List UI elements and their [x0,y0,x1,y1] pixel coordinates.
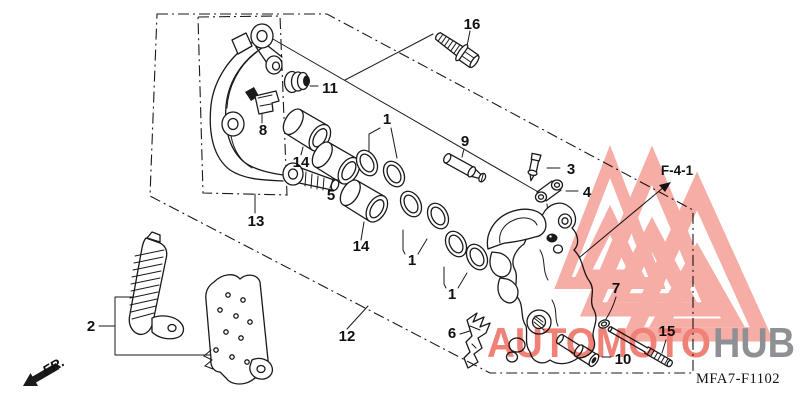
fr-direction: FR. [23,353,67,386]
callout-2: 2 [87,318,95,335]
diagram-code: MFA7-F1102 [696,371,780,387]
callout-8: 8 [259,122,267,139]
fr-arrow-icon [23,362,60,386]
part-1-seal-rings [355,149,489,271]
part-16-bolt [434,32,480,69]
callout-1c: 1 [448,286,456,303]
part-14-piston-lower [339,179,389,223]
part-2-brake-pads [128,231,274,385]
part-5-piston [311,141,361,185]
callout-16: 16 [464,16,481,33]
part-7-washer [598,319,610,329]
callout-9: 9 [461,133,469,150]
watermark: AUTOMOTO HUB [487,145,795,366]
callout-6: 6 [448,325,456,342]
callout-14b: 14 [353,238,370,255]
part-9-pin [443,153,487,183]
watermark-brand-right: HUB [713,319,795,366]
reference-label: F-4-1 [661,163,694,178]
part-6-spring [463,312,491,369]
part-8-clip [245,87,280,115]
part-13-bracket [209,23,340,191]
callout-5: 5 [327,187,335,204]
callout-10: 10 [615,351,632,368]
part-10-bolt [555,333,600,368]
callout-14a: 14 [293,154,310,171]
part-4-link [534,179,564,203]
callout-3: 3 [567,161,575,178]
callout-1b: 1 [408,252,416,269]
assembly-boundary [149,13,694,374]
part-3-bleeder [527,152,542,182]
callout-11: 11 [322,80,338,97]
callout-4: 4 [583,184,592,201]
part-15-pin [607,326,673,368]
watermark-brand-left: AUTOMOTO [487,319,711,366]
callout-12: 12 [339,328,356,345]
automotohub-logo-icon [554,145,774,342]
part-11-boot [283,70,310,94]
callout-1a: 1 [383,111,391,128]
callout-13: 13 [248,213,265,230]
